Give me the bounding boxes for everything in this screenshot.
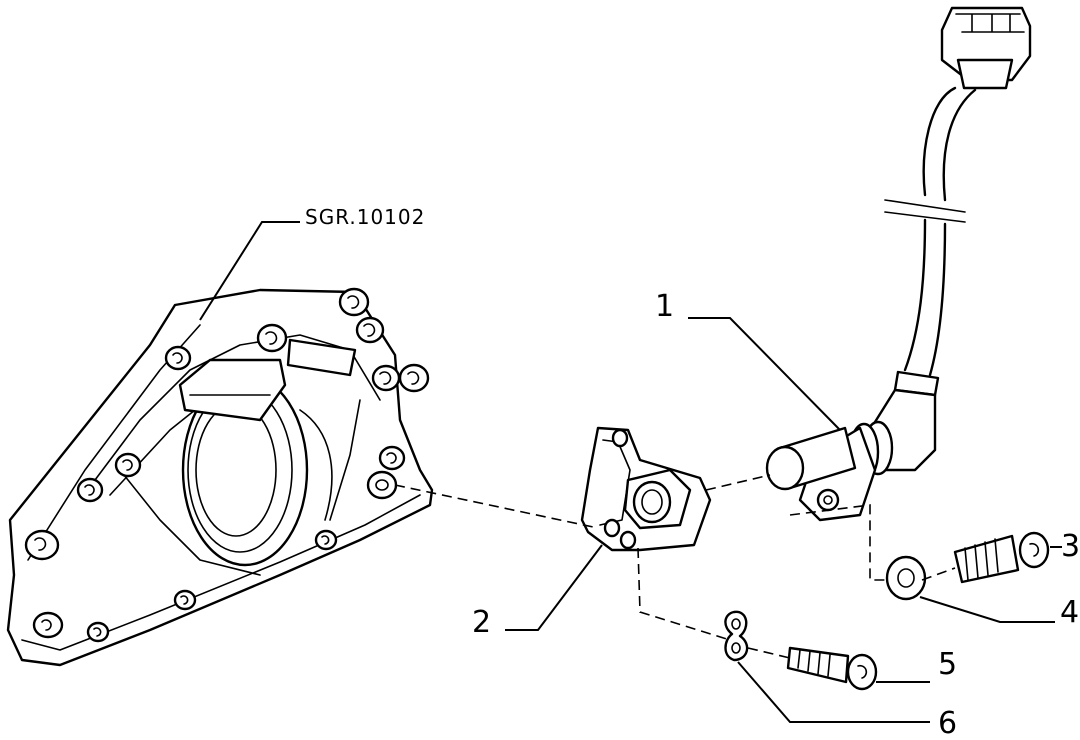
callout-2: 2 [472, 605, 491, 640]
callout-5: 5 [938, 647, 957, 682]
screw-upper [953, 531, 1050, 584]
callout-4: 4 [1060, 595, 1079, 630]
speed-sensor-assembly [765, 6, 1032, 522]
engine-cover-housing [6, 287, 434, 667]
mounting-boss [24, 287, 430, 643]
callout-3: 3 [1061, 529, 1080, 564]
retaining-clip [724, 610, 749, 662]
sensor-bracket [580, 426, 712, 552]
reference-code-label: SGR.10102 [305, 205, 425, 229]
screw-lower [786, 646, 878, 691]
callout-1: 1 [655, 289, 674, 324]
washer [885, 555, 927, 601]
assembly-lines [394, 474, 956, 659]
leader-lines [199, 221, 1062, 723]
callout-6: 6 [938, 706, 957, 735]
